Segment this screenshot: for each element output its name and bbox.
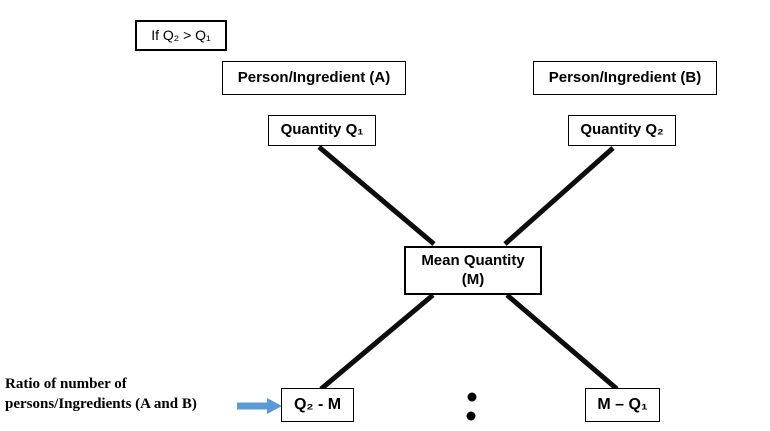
line-mean-to-result-right [505,293,619,391]
node-result-m-minus-q1: M – Q₁ [585,388,660,422]
node-quantity-q1: Quantity Q₁ [268,115,376,146]
line-mean-to-result-left [319,293,435,391]
line-quantity-a-to-mean [317,145,436,246]
mean-quantity-line1: Mean Quantity [421,251,525,269]
node-person-ingredient-b: Person/Ingredient (B) [533,61,717,95]
node-quantity-q2: Quantity Q₂ [568,115,676,146]
ratio-annotation-line2: persons/Ingredients (A and B) [5,396,197,412]
ratio-colon-dot-top [467,392,477,402]
node-mean-quantity: Mean Quantity (M) [404,246,542,295]
ratio-annotation: Ratio of number of persons/Ingredients (… [5,374,245,414]
mean-quantity-text: Mean Quantity (M) [421,252,524,290]
right-arrow-icon [237,398,282,414]
node-result-q2-minus-m: Q₂ - M [281,388,354,422]
ratio-colon-dot-bottom [466,411,476,421]
ratio-annotation-line1: Ratio of number of [5,376,127,392]
mean-quantity-line2: (M) [461,270,485,288]
line-quantity-b-to-mean [503,146,615,246]
condition-box: If Q₂ > Q₁ [135,20,227,51]
node-person-ingredient-a: Person/Ingredient (A) [222,61,406,95]
